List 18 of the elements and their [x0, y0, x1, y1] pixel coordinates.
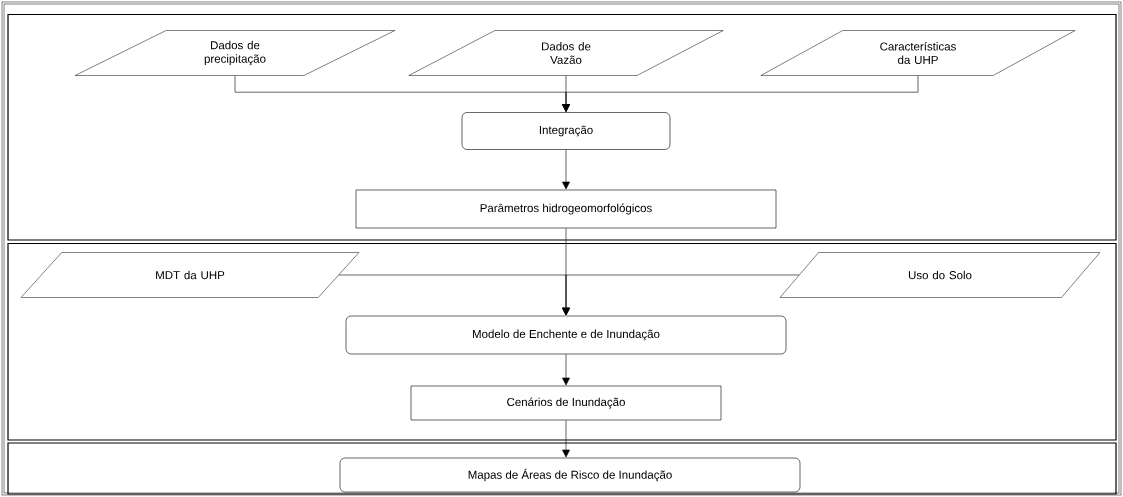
- arrow: [562, 354, 570, 386]
- input-parallelogram: Uso do Solo: [779, 252, 1101, 298]
- process-box: Modelo de Enchente e de Inundação: [345, 315, 787, 355]
- arrow: [562, 420, 570, 458]
- arrow: [562, 75, 919, 112]
- input-parallelogram: Dados de Vazão: [408, 30, 724, 76]
- section-band: [7, 242, 1117, 441]
- result-box: Parâmetros hidrogeomorfológicos: [355, 189, 777, 229]
- result-box: Cenários de Inundação: [410, 385, 722, 421]
- process-box: Mapas de Áreas de Risco de Inundação: [339, 457, 801, 493]
- input-parallelogram: MDT da UHP: [20, 252, 360, 298]
- section-band: [7, 442, 1117, 495]
- process-box: Integração: [461, 112, 671, 150]
- input-parallelogram: Características da UHP: [760, 30, 1076, 76]
- arrow: [562, 149, 570, 190]
- input-parallelogram: Dados de precipitação: [74, 30, 396, 76]
- section-band: [7, 13, 1117, 241]
- arrow: [562, 274, 800, 316]
